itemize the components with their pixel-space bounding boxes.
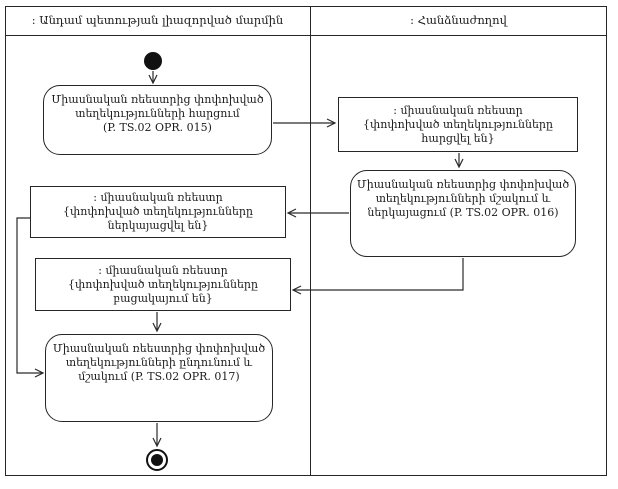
object-register-queried: : միասնական ռեեստր {փոփոխված տեղեկությու… <box>338 97 578 152</box>
object-state: {փոփոխված տեղեկությունները ներկայացվել ե… <box>63 205 253 232</box>
action-query-changed-info-opr015: Միասնական ռեեստրից փոփոխված տեղեկություն… <box>43 85 272 155</box>
action-label-line: տեղեկությունների հարցում <box>75 107 240 120</box>
object-state: {փոփոխված տեղեկությունները բացակայում են… <box>68 277 258 305</box>
action-label-line: տեղեկությունների մշակում և <box>375 192 551 205</box>
object-name: : միասնական ռեեստր <box>93 191 223 204</box>
final-node-icon <box>146 449 168 471</box>
action-label-line: Միասնական ռեեստրից փոփոխված <box>52 342 266 355</box>
action-label-line: ներկայացում (P. TS.02 OPR. 016) <box>367 206 559 219</box>
object-name: : միասնական ռեեստր <box>393 103 523 117</box>
object-name: : միասնական ռեեստր <box>98 263 228 277</box>
lane-divider <box>310 6 311 476</box>
lane-title-commission: : Հանձնաժողով <box>410 13 507 27</box>
action-label-line: տեղեկությունների ընդունում և <box>65 356 253 369</box>
initial-node-icon <box>144 52 162 70</box>
action-label-line: (P. TS.02 OPR. 015) <box>103 121 212 134</box>
lane-title-member-state-body: : Անդամ պետության լիազորված մարմին <box>31 13 284 27</box>
object-state: {փոփոխված տեղեկությունները հարցվել են} <box>363 117 553 145</box>
action-label-line: Միասնական ռեեստրից փոփոխված <box>51 93 264 106</box>
object-register-presented: : միասնական ռեեստր {փոփոխված տեղեկությու… <box>30 186 286 238</box>
diagram-border <box>5 6 607 476</box>
final-node-dot <box>151 454 163 466</box>
action-label-line: Միասնական ռեեստրից փոփոխված <box>356 178 570 191</box>
action-label-line: մշակում (P. TS.02 OPR. 017) <box>78 370 240 383</box>
action-receive-process-info-opr017: Միասնական ռեեստրից փոփոխված տեղեկություն… <box>45 334 273 422</box>
lane-header-separator <box>5 35 607 36</box>
action-process-present-info-opr016: Միասնական ռեեստրից փոփոխված տեղեկություն… <box>350 170 576 257</box>
object-register-absent: : միասնական ռեեստր {փոփոխված տեղեկությու… <box>35 258 291 311</box>
